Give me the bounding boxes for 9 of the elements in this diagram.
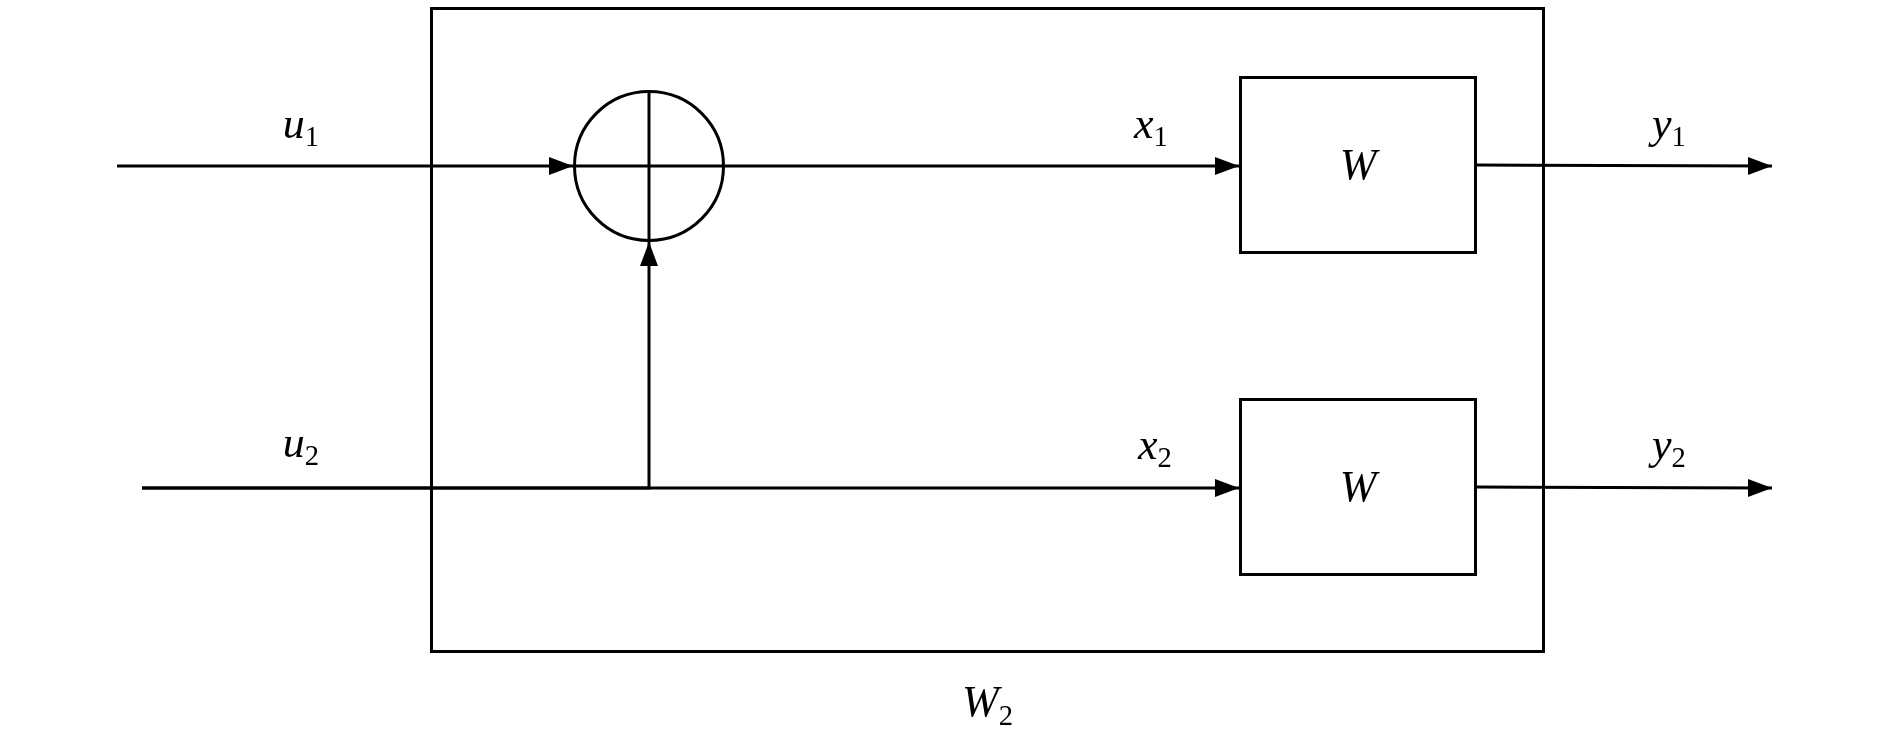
arrow: [1477, 156, 1772, 175]
arrow: [142, 479, 1239, 497]
arrow: [117, 157, 573, 175]
transfer-block: [1239, 76, 1477, 254]
summing-junction: [573, 90, 725, 242]
arrow: [1477, 478, 1772, 497]
arrow: [725, 157, 1239, 175]
block-label: W$_{2}$: [962, 680, 1013, 731]
transfer-block: [1239, 398, 1477, 576]
